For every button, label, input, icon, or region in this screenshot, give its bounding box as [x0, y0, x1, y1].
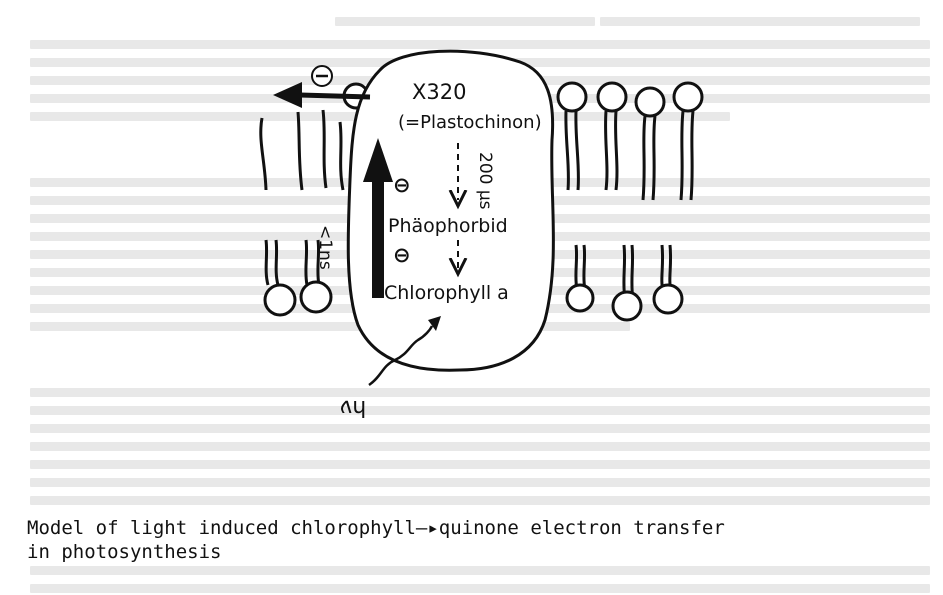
lipid-head [652, 283, 684, 315]
lipid-head [263, 283, 297, 317]
caption-line-1: Model of light induced chlorophyll—▸quin… [27, 517, 725, 539]
lipid-head [611, 290, 643, 322]
charge-minus-upper: ⊖ [393, 173, 411, 197]
fast-time-label: <1ns [315, 225, 335, 270]
chlorophyll-label: Chlorophyll a [384, 282, 509, 304]
plastochinon-label: (=Plastochinon) [398, 112, 542, 133]
caption-line-2: in photosynthesis [27, 541, 222, 563]
light-input-arrow [368, 316, 441, 387]
lipid-layer-right [556, 81, 704, 322]
lipid-head [556, 81, 588, 113]
electron-exit-arrow [273, 65, 371, 108]
light-label: hν [340, 395, 367, 420]
lipid-head [299, 280, 333, 314]
x320-label: X320 [412, 80, 467, 104]
pheophorbide-label: Phäophorbid [388, 215, 508, 237]
slow-time-label: 200 µs [475, 152, 495, 210]
lipid-head [672, 81, 704, 113]
lipid-head [634, 86, 666, 118]
lipid-head [565, 283, 595, 313]
fast-transfer-arrow [363, 138, 393, 298]
charge-minus-lower: ⊖ [393, 243, 411, 267]
protein-outline [346, 49, 555, 372]
lipid-head [596, 81, 628, 113]
figure-caption: Model of light induced chlorophyll—▸quin… [27, 516, 937, 564]
